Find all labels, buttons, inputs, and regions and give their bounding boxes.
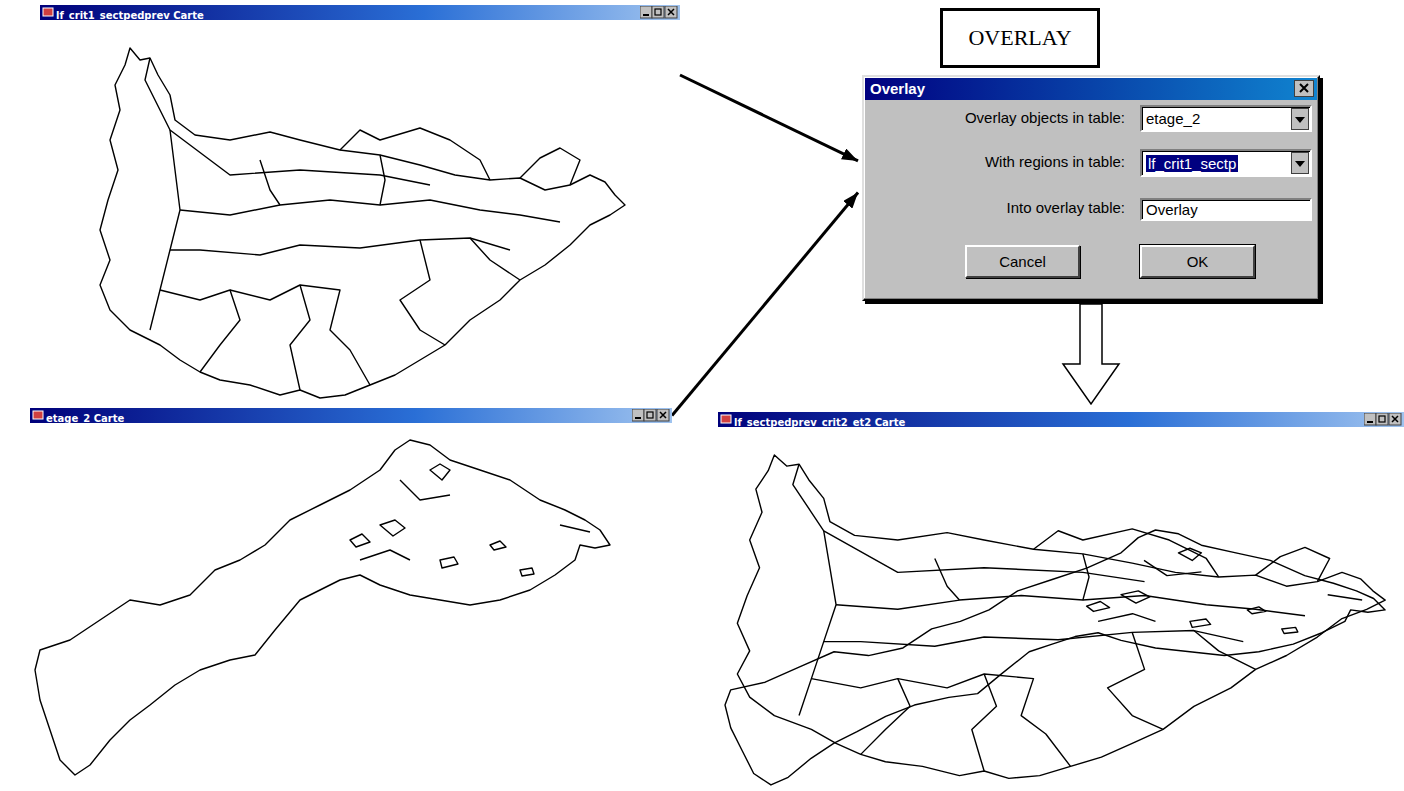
window-title-bar: lf_sectpedprev_crit2_et2 Carte [718, 412, 1404, 427]
input-arrow [680, 75, 858, 161]
dropdown-value: lf_crit1_sectp [1146, 155, 1238, 172]
input-arrow [672, 193, 858, 416]
operation-heading: OVERLAY [940, 8, 1100, 68]
overlay-dialog: etage_2lf_crit1_sectpOverlayCancelOKOver… [862, 75, 1320, 301]
label-holder: Into overlay table: [868, 199, 1125, 217]
window-icon [42, 6, 54, 18]
table-dropdown: etage_2 [1140, 105, 1312, 132]
window-title: etage_2 Carte [30, 413, 124, 424]
dropdown-arrow [1291, 108, 1309, 130]
field-label: With regions in table: [985, 153, 1125, 170]
button-label: OK [1187, 253, 1209, 270]
table-dropdown: lf_crit1_sectp [1140, 149, 1312, 177]
dialog-button: OK [1140, 245, 1255, 278]
window-title: lf_crit1_sectpedprev Carte [40, 10, 204, 21]
text-field: Overlay [1140, 198, 1312, 221]
field-label: Into overlay table: [1007, 199, 1125, 216]
map-window: lf_sectpedprev_crit2_et2 Carte [718, 412, 1404, 791]
window-title: lf_sectpedprev_crit2_et2 Carte [718, 417, 905, 428]
window-icon [720, 413, 732, 425]
button-label: Cancel [999, 253, 1046, 270]
label-holder: With regions in table: [868, 153, 1125, 171]
window-buttons [632, 409, 670, 422]
window-title-bar: etage_2 Carte [30, 408, 672, 423]
dialog-title: Overlay [865, 80, 925, 97]
close-button [1294, 80, 1314, 97]
map-window: etage_2 Carte [30, 408, 672, 786]
dialog-button: Cancel [965, 245, 1080, 278]
field-value: Overlay [1146, 201, 1198, 218]
window-buttons [1364, 413, 1402, 426]
map-window: lf_crit1_sectpedprev Carte [40, 5, 680, 405]
dialog-title-bar: Overlay [865, 78, 1317, 100]
field-label: Overlay objects in table: [965, 109, 1125, 126]
window-title-bar: lf_crit1_sectpedprev Carte [40, 5, 680, 20]
result-arrow [1063, 304, 1119, 404]
dropdown-arrow [1291, 152, 1309, 174]
operation-name: OVERLAY [968, 25, 1071, 51]
window-icon [32, 409, 44, 421]
window-buttons [640, 6, 678, 19]
dropdown-value: etage_2 [1146, 110, 1200, 127]
label-holder: Overlay objects in table: [868, 109, 1125, 127]
